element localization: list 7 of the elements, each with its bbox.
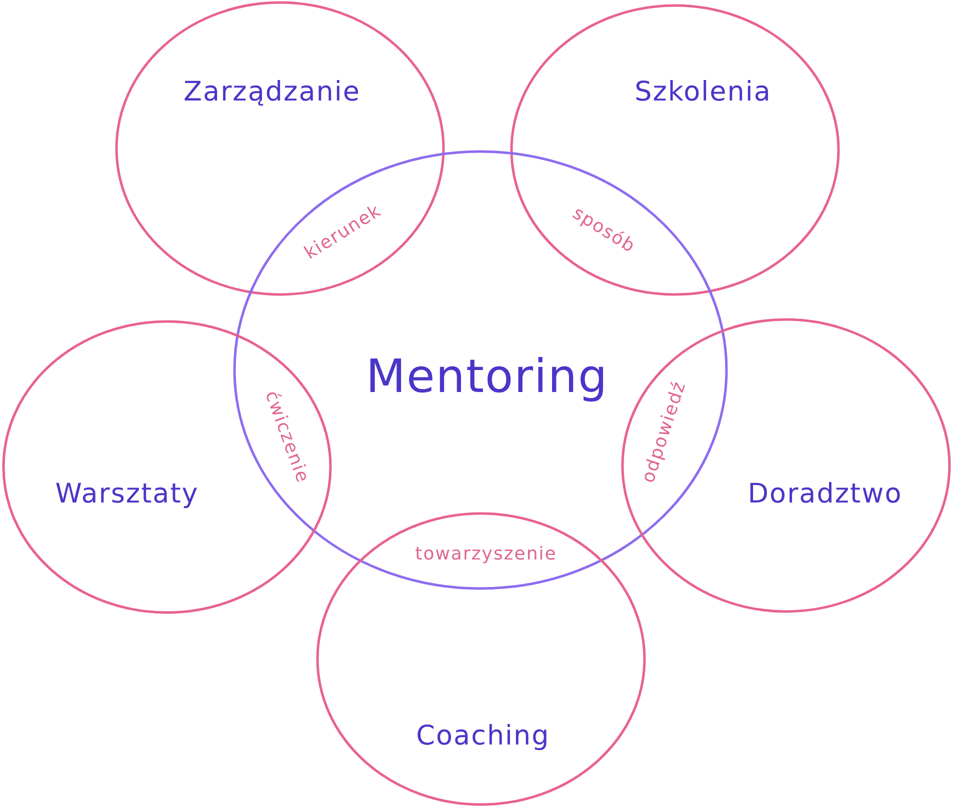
circle-label: Warsztaty [55,478,199,510]
circle-label: Mentoring [366,349,608,403]
circle-label: Coaching [416,720,550,752]
circle-label: Szkolenia [634,76,772,108]
circle-label: Zarządzanie [184,76,360,108]
circle-label: Doradztwo [748,478,902,510]
overlap-label: towarzyszenie [415,544,557,564]
